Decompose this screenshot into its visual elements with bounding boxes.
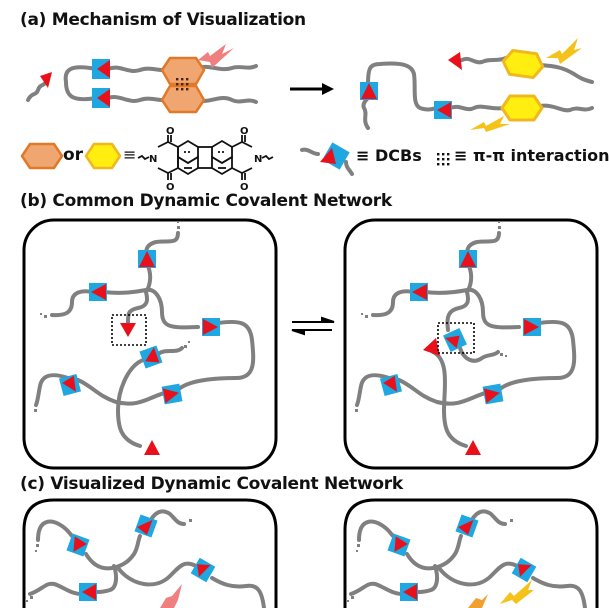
flash-pink-icon xyxy=(160,584,182,608)
highlight-box xyxy=(437,322,475,354)
dcb-block xyxy=(190,557,216,583)
dcb-triangle-free xyxy=(120,323,136,337)
pdi-atom-n: N xyxy=(149,154,157,165)
dcb-block xyxy=(139,345,163,369)
equilibrium-arrow-icon xyxy=(291,316,335,336)
dcb-block xyxy=(79,583,97,601)
chain xyxy=(194,64,258,72)
chain xyxy=(538,103,594,113)
chain xyxy=(26,80,48,102)
pdi-yellow xyxy=(500,94,544,122)
dcb-block xyxy=(523,318,541,336)
chain xyxy=(448,104,506,112)
dcb-block xyxy=(511,557,537,583)
dcb-triangle-free xyxy=(465,440,481,455)
dcb-block xyxy=(360,82,378,100)
pdi-stack-orange xyxy=(160,56,206,114)
pi-pi-dots xyxy=(176,78,189,91)
panel-a-title: (a) Mechanism of Visualization xyxy=(20,10,306,30)
legend-dcb-label: ≡ DCBs xyxy=(356,146,422,165)
panel-c-left-chains xyxy=(28,509,266,608)
network-box-right xyxy=(343,498,599,608)
panel-a-products-chains xyxy=(361,56,594,130)
chain xyxy=(366,61,438,112)
dcb-block xyxy=(410,283,428,301)
legend-pi-label: ≡ π-π interaction xyxy=(454,146,609,165)
dcb-block xyxy=(89,283,107,301)
flash-yellow-icon xyxy=(500,580,534,604)
dcb-triangle-free xyxy=(144,440,160,455)
dcb-block xyxy=(387,533,411,557)
pdi-atom-o: O xyxy=(166,182,175,193)
flash-yellow-icon xyxy=(470,116,510,132)
chain-ellipsis xyxy=(355,221,507,412)
dcb-block xyxy=(379,373,403,397)
panel-c-title: (c) Visualized Dynamic Covalent Network xyxy=(20,474,403,494)
panel-a-diagram xyxy=(26,64,258,104)
legend-yellow-hex xyxy=(84,142,122,170)
dcb-triangle-free xyxy=(40,72,52,88)
flash-orange-icon xyxy=(468,594,488,608)
dcb-block xyxy=(202,318,220,336)
dcb-triangle-free xyxy=(448,52,462,70)
dcb-block xyxy=(66,533,90,557)
reaction-arrow-icon xyxy=(290,83,334,95)
dcb-block xyxy=(92,88,110,108)
panel-a-left-tri xyxy=(40,72,52,88)
pi-pi-legend-icon xyxy=(437,153,450,166)
chain-ellipsis xyxy=(34,221,190,412)
panel-b-right-chains xyxy=(355,231,577,448)
chain xyxy=(63,65,98,102)
chain-ellipsis xyxy=(26,519,192,602)
chain xyxy=(194,96,258,104)
dcb-block xyxy=(459,250,477,268)
legend-orange-hex xyxy=(20,142,64,170)
chain-ellipsis xyxy=(347,519,513,602)
pdi-atom-o: O xyxy=(240,126,249,137)
pdi-atom-n: N xyxy=(254,154,262,165)
pdi-yellow xyxy=(501,48,545,80)
dcb-block xyxy=(161,383,183,405)
dcb-block xyxy=(443,328,467,352)
highlight-box xyxy=(111,314,147,346)
dcb-triangle-free xyxy=(423,338,440,356)
chain xyxy=(361,96,370,130)
dcb-block xyxy=(92,59,110,79)
pdi-atom-o: O xyxy=(240,182,249,193)
pdi-atom-o: O xyxy=(166,126,175,137)
legend-equiv-symbol: ≡ xyxy=(123,145,137,164)
dcb-block xyxy=(134,514,158,538)
network-box-right xyxy=(343,218,599,470)
chain xyxy=(460,56,508,65)
network-box-left xyxy=(22,218,278,470)
dcb-block xyxy=(400,583,418,601)
dcb-block xyxy=(58,373,82,397)
flash-yellow-icon xyxy=(546,38,582,64)
dcb-block xyxy=(482,383,504,405)
panel-c-right-chains xyxy=(349,509,587,608)
dcb-block xyxy=(455,514,479,538)
pdi-structure xyxy=(137,135,274,180)
flash-pink-icon xyxy=(198,44,234,68)
panel-b-title: (b) Common Dynamic Covalent Network xyxy=(20,191,392,211)
legend-or-label: or xyxy=(63,145,84,165)
dcb-block xyxy=(138,250,156,268)
panel-b-left-chains xyxy=(34,231,256,448)
chain xyxy=(538,63,594,84)
dcb-block xyxy=(434,101,452,119)
network-box-left xyxy=(22,498,278,608)
dcb-legend-icon xyxy=(300,142,354,176)
